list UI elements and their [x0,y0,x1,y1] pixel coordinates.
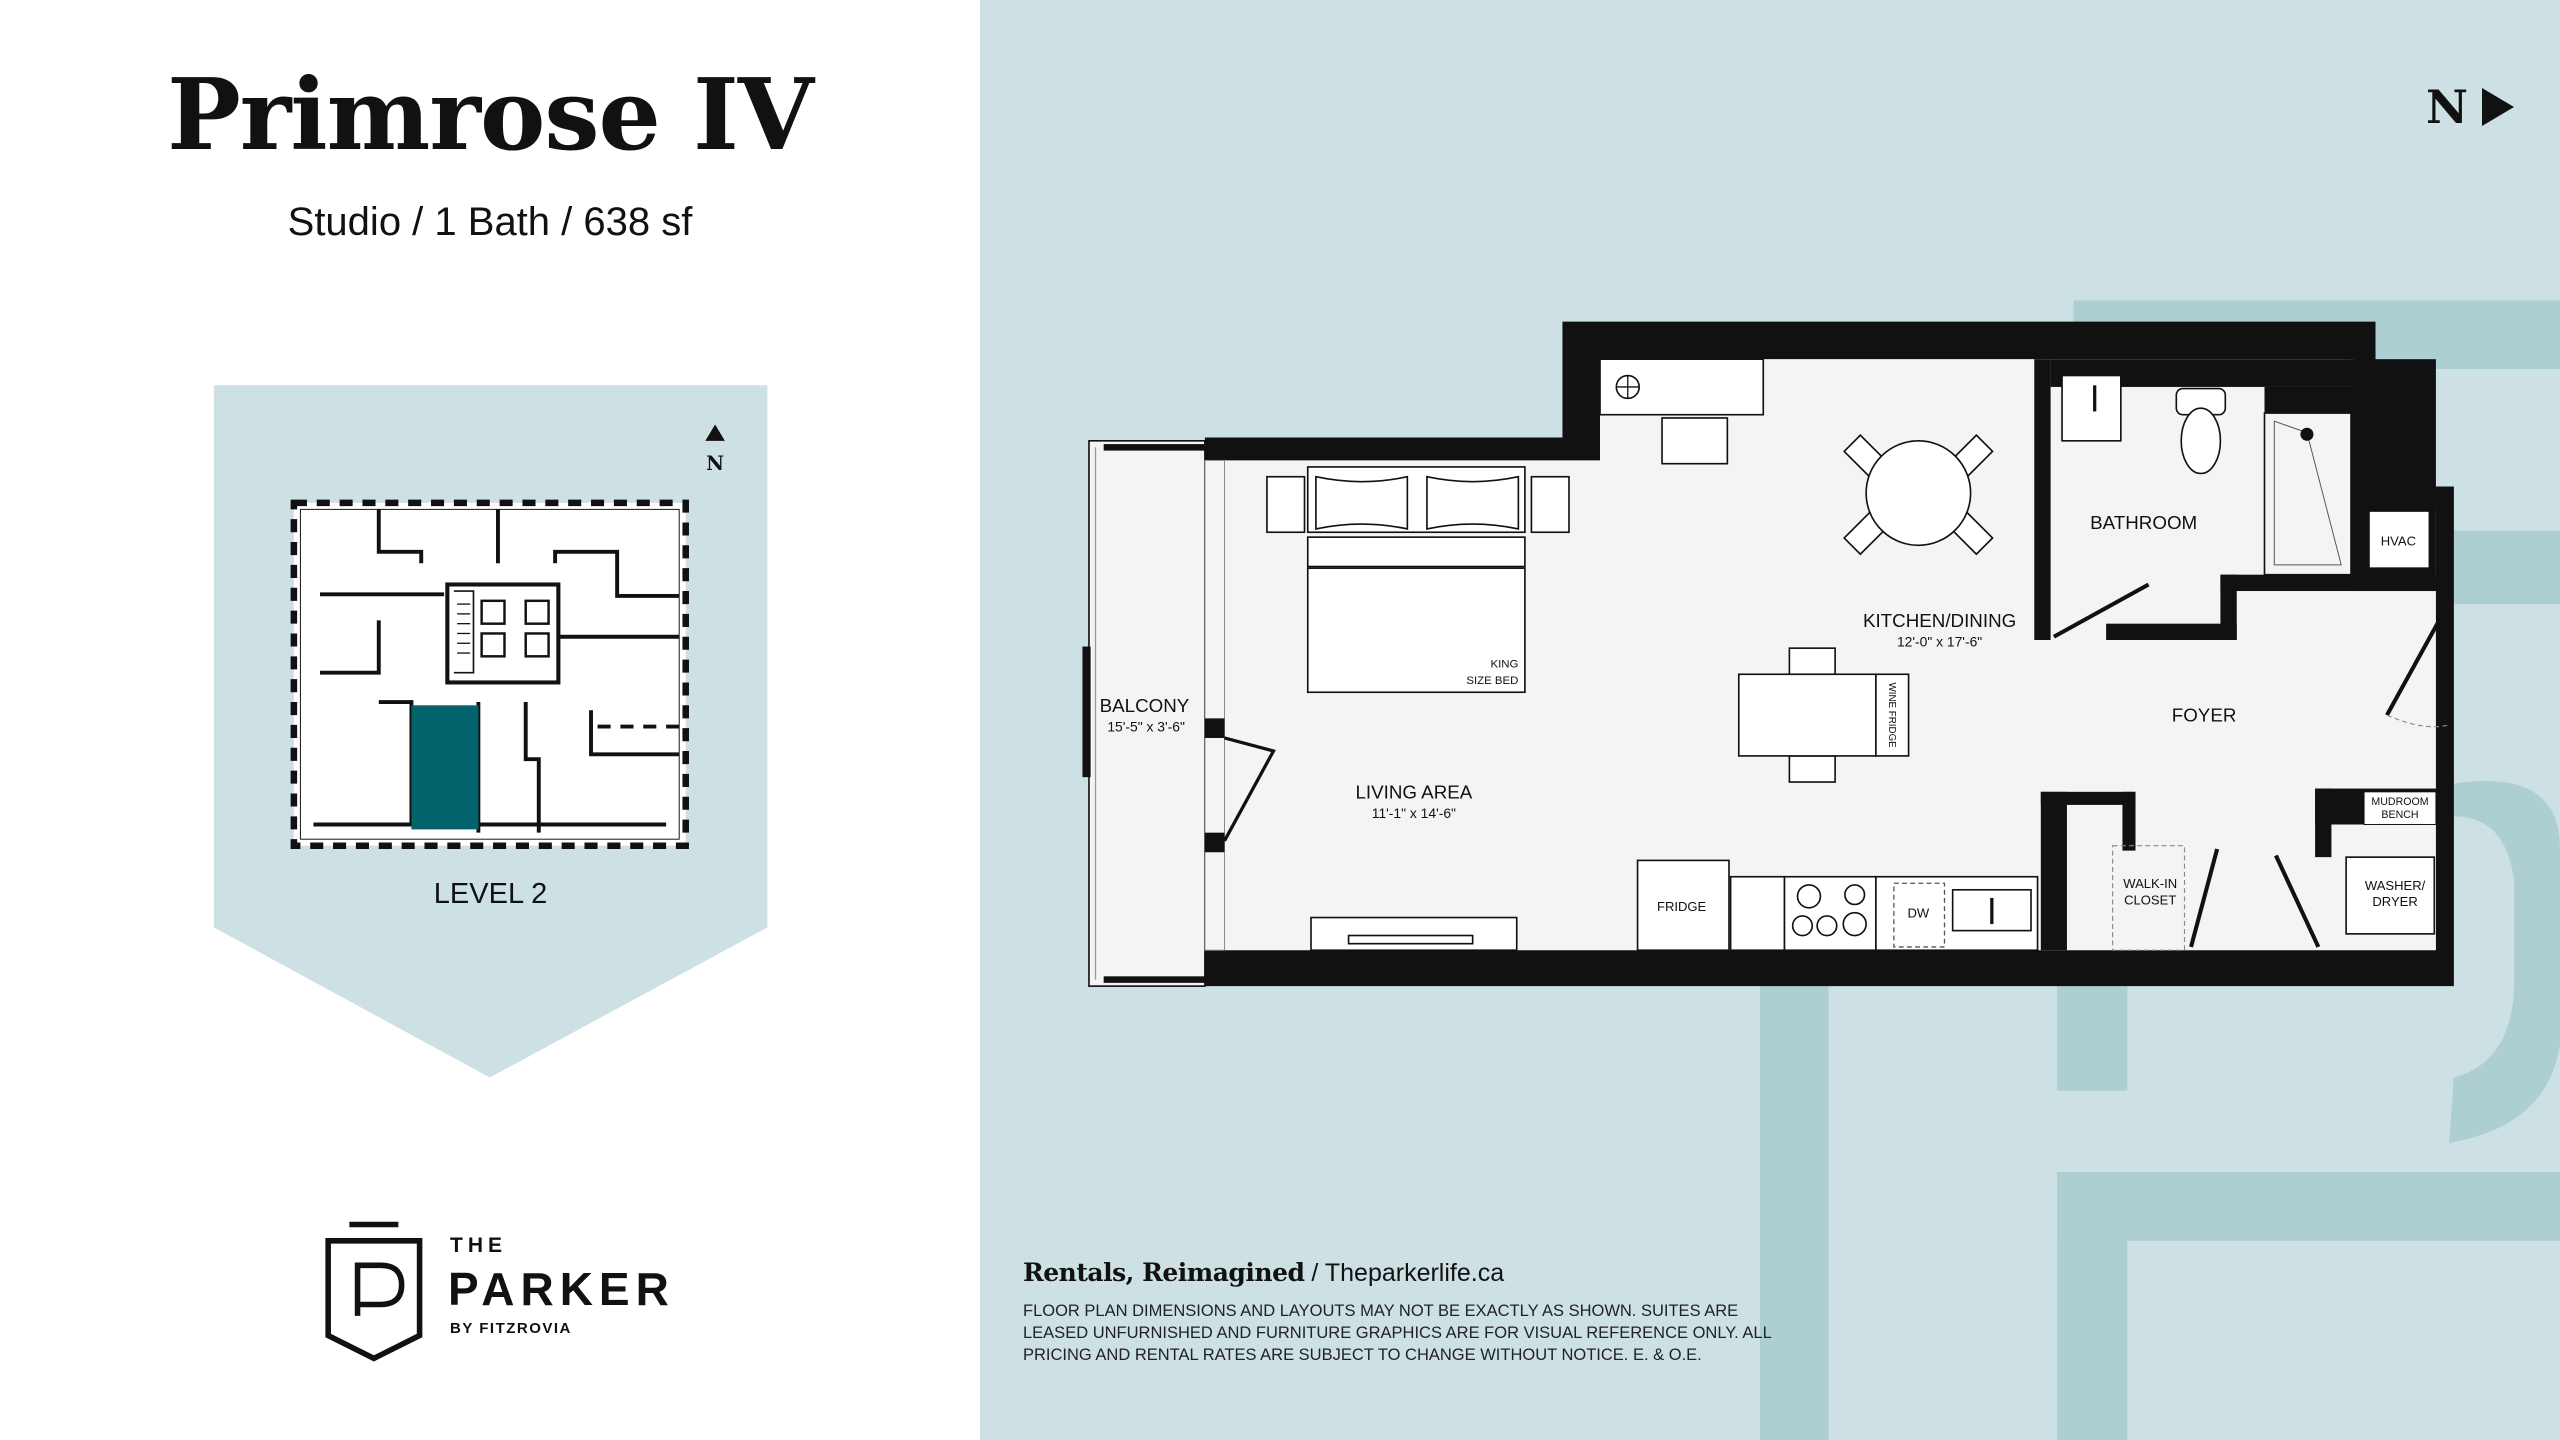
washer-label-1: WASHER/ [2365,878,2426,893]
round-dining-table [1843,434,1994,556]
key-plan-north: N [705,424,725,475]
kitchen-dining-dims: 12'-0" x 17'-6" [1897,634,1982,650]
balcony-area [1088,440,1206,987]
hvac-label: HVAC [2381,533,2416,548]
hvac-box [2368,510,2431,569]
dishwasher [1893,882,1946,948]
bed-label-2: SIZE BED [1466,675,1518,687]
brand-by: BY FITZROVIA [450,1320,572,1337]
foyer-label: FOYER [2172,705,2237,726]
fridge [1636,859,1730,952]
compass-label: N [2426,80,2469,134]
tagline-separator: / [1304,1259,1325,1287]
svg-text:N: N [706,452,724,475]
desk-chair [1661,417,1729,465]
bathroom-label: BATHROOM [2090,512,2197,533]
unit-floor-plan: BALCONY 15'-5" x 3'-6" LIVING AREA 11'-1… [1082,321,2454,987]
footer-tagline: Rentals, Reimagined / Theparkerlife.ca [1023,1258,1504,1288]
dw-label: DW [1907,906,1929,921]
closet-label-1: WALK-IN [2123,876,2177,891]
north-arrow-icon [2482,88,2514,126]
closet-label-2: CLOSET [2124,892,2176,907]
mudroom-label-1: MUDROOM [2371,796,2428,808]
kitchen-dining-label: KITCHEN/DINING [1863,610,2016,631]
tv-console [1310,916,1518,952]
key-plan-building [290,499,689,849]
tagline-text: Rentals, Reimagined [1023,1258,1305,1287]
mudroom-bench [2363,791,2437,825]
cooktop [1783,875,1877,952]
washer-label-2: DRYER [2372,894,2417,909]
king-bed [1266,466,1570,694]
balcony-label: BALCONY [1100,695,1190,716]
brand-name: PARKER [448,1263,675,1315]
disclaimer: FLOOR PLAN DIMENSIONS AND LAYOUTS MAY NO… [1023,1302,1772,1364]
washer-dryer [2345,856,2436,935]
brand-the: THE [450,1234,507,1257]
bed-label-1: KING [1490,659,1518,671]
website-link[interactable]: Theparkerlife.ca [1324,1259,1505,1287]
level-label: LEVEL 2 [433,878,548,910]
unit-title: Primrose IV [167,58,814,173]
parker-shield-logo [325,1221,423,1362]
living-area-dims: 11'-1" x 14'-6" [1372,805,1456,821]
living-area-label: LIVING AREA [1355,781,1472,802]
balcony-dims: 15'-5" x 3'-6" [1107,718,1185,734]
unit-summary: Studio / 1 Bath / 638 sf [287,200,693,244]
dining-island [1737,647,1910,783]
mudroom-label-2: BENCH [2381,809,2418,821]
wine-fridge-label: WINE FRIDGE [1886,682,1897,748]
fridge-label: FRIDGE [1657,899,1707,914]
